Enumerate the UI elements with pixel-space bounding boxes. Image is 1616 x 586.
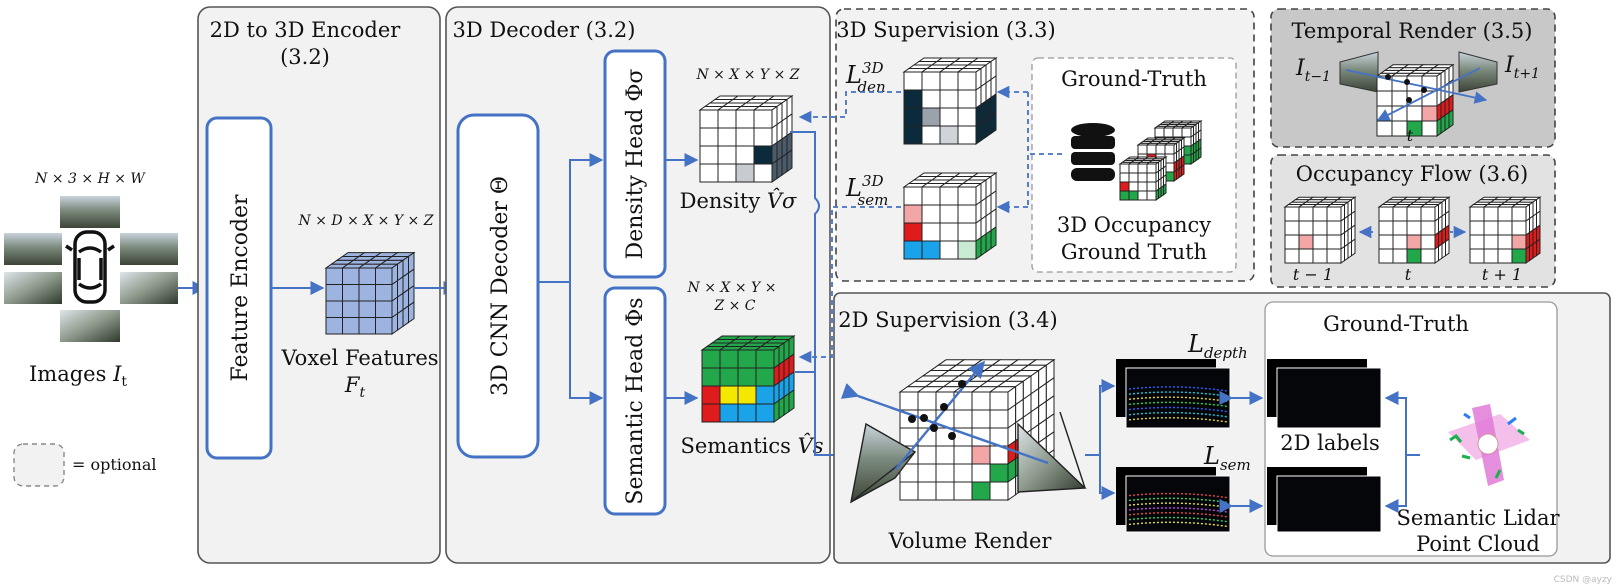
flow-title: Occupancy Flow (3.6): [1296, 162, 1528, 186]
voxel-dims: N × D × X × Y × Z: [298, 213, 434, 229]
occupancy-flow-panel: Occupancy Flow (3.6) t − 1 t t + 1: [1270, 154, 1556, 288]
semantic-head-block: [603, 286, 667, 516]
optional-legend: = optional: [13, 443, 157, 487]
gt-density-cube: [902, 57, 998, 145]
decoder-panel: 3D Decoder (3.2) 3D CNN Decoder Θ Densit…: [445, 6, 831, 564]
voxel-symbol: Ft: [344, 373, 366, 401]
density-volume-cube: [698, 95, 794, 183]
loss-semantic-2d: Lsem: [1203, 442, 1251, 474]
semantic-dims-line2: Z × C: [713, 298, 755, 314]
gt-2d-labels-caption: 2D labels: [1280, 431, 1379, 455]
arrow-decoder-to-semantic-head: [569, 282, 604, 405]
flow-cube-next: [1468, 196, 1542, 264]
cnn-decoder-label: 3D CNN Decoder Θ: [488, 176, 513, 396]
arrow-density-to-render: [790, 131, 849, 462]
voxel-features-cube: [324, 251, 416, 335]
density-head-label: Density Head Φσ: [623, 69, 648, 260]
gt-semantic-map: [1276, 475, 1382, 533]
temporal-ray-2: [1376, 67, 1481, 121]
decoder-title: 3D Decoder (3.2): [453, 18, 636, 42]
gt-3d-line2: Ground Truth: [1061, 240, 1207, 264]
render-camera-right: [1017, 422, 1087, 493]
semantic-caption: Semantics V̂s: [680, 434, 823, 458]
feature-encoder-label: Feature Encoder: [228, 194, 253, 382]
camera-image-back-left: [4, 272, 62, 304]
arrow-decoder-to-density-head: [538, 153, 604, 283]
supervision-2d-title: 2D Supervision (3.4): [838, 308, 1057, 332]
camera-image-front: [60, 196, 120, 228]
supervision-2d-panel: 2D Supervision (3.4) Volume Render Ldept…: [833, 292, 1611, 564]
lidar-caption-line2: Point Cloud: [1416, 532, 1540, 556]
lidar-caption-line1: Semantic Lidar: [1396, 506, 1560, 530]
semantic-volume-cube: [700, 335, 796, 423]
input-dims: N × 3 × H × W: [34, 171, 146, 187]
camera-image-back: [60, 310, 120, 342]
temporal-title: Temporal Render (3.5): [1292, 19, 1533, 43]
density-head-block: [603, 49, 667, 279]
gt-3d-title: Ground-Truth: [1061, 67, 1207, 91]
supervision-3d-title: 3D Supervision (3.3): [836, 18, 1055, 42]
temporal-next-label: It+1: [1504, 53, 1540, 82]
gt-semantic-cube: [902, 172, 998, 260]
camera-image-front-left: [4, 233, 62, 265]
flow-cube-prev: [1283, 196, 1357, 264]
flow-label-prev: t − 1: [1293, 265, 1333, 284]
watermark: CSDN @ayzy: [1554, 575, 1613, 585]
render-ray-1: [840, 383, 1049, 465]
camera-image-front-right: [120, 233, 178, 265]
semantic-dims-line1: N × X × Y ×: [687, 280, 777, 296]
render-ray-2: [894, 360, 986, 471]
temporal-cube: [1375, 63, 1455, 137]
render-caption: Volume Render: [888, 529, 1053, 553]
flow-label-current: t: [1405, 265, 1412, 284]
density-dims: N × X × Y × Z: [695, 67, 799, 83]
temporal-prev-label: It−1: [1295, 56, 1331, 85]
input-images-group: N × 3 × H × W Images It: [4, 171, 207, 390]
encoder-section: (3.2): [280, 45, 330, 69]
semantic-head-label: Semantic Head Φs: [623, 297, 648, 504]
gt-3d-line1: 3D Occupancy: [1057, 213, 1211, 237]
lidar-point-cloud-icon: [1448, 404, 1530, 486]
flow-label-next: t + 1: [1482, 265, 1522, 284]
database-icon: [1071, 123, 1115, 181]
density-caption: Density V̂σ: [680, 189, 797, 213]
car-icon: [65, 230, 115, 304]
encoder-title: 2D to 3D Encoder: [210, 18, 402, 42]
loss-depth-2d: Ldepth: [1187, 330, 1248, 362]
temporal-render-panel: Temporal Render (3.5) It−1 It+1 t: [1270, 8, 1556, 148]
gt-occupancy-stack: [1118, 120, 1203, 201]
temporal-ray-1: [1345, 69, 1488, 104]
input-caption: Images It: [29, 362, 127, 390]
optional-legend-label: = optional: [72, 455, 157, 474]
cnn-decoder-block: [456, 113, 540, 459]
gt-2d-title: Ground-Truth: [1323, 312, 1469, 336]
camera-image-back-right: [120, 272, 178, 304]
gt-depth-map: [1276, 367, 1382, 429]
arrow-density-supervision: [798, 91, 901, 124]
temporal-t-label: t: [1407, 126, 1414, 145]
encoder-panel: 2D to 3D Encoder (3.2) Feature Encoder N…: [197, 6, 458, 564]
voxel-caption: Voxel Features: [280, 346, 438, 370]
optional-legend-swatch: [13, 443, 65, 487]
flow-cube-current: [1377, 196, 1451, 264]
